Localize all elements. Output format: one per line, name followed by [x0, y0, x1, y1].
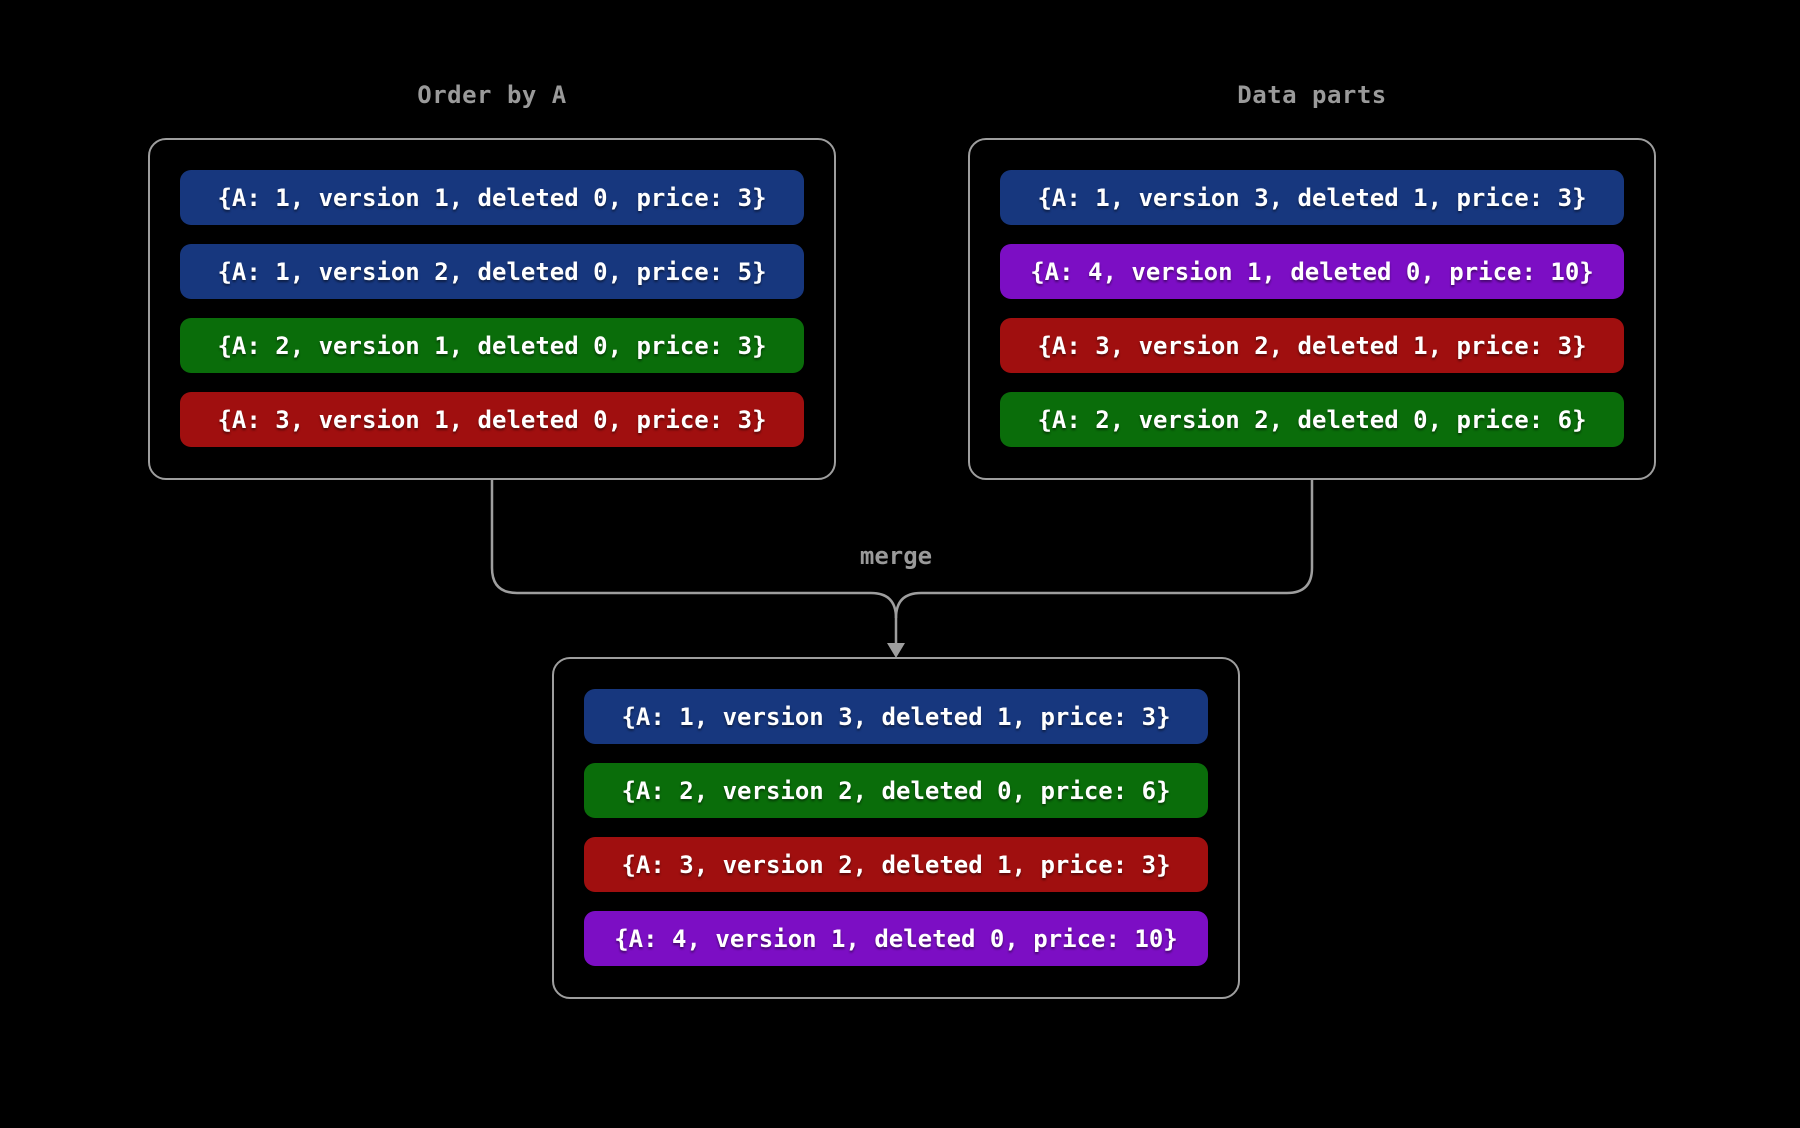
data-row-blue: {A: 1, version 3, deleted 1, price: 3}	[1000, 170, 1624, 225]
data-parts-rows: {A: 1, version 3, deleted 1, price: 3} {A…	[1000, 170, 1624, 447]
merged-result-rows: {A: 1, version 3, deleted 1, price: 3} {A…	[584, 689, 1208, 966]
order-by-a-rows: {A: 1, version 1, deleted 0, price: 3} {A…	[180, 170, 804, 447]
data-row-purple: {A: 4, version 1, deleted 0, price: 10}	[584, 911, 1208, 966]
data-row-purple: {A: 4, version 1, deleted 0, price: 10}	[1000, 244, 1624, 299]
data-row-green: {A: 2, version 1, deleted 0, price: 3}	[180, 318, 804, 373]
arrowhead-icon	[887, 643, 905, 658]
data-row-green: {A: 2, version 2, deleted 0, price: 6}	[584, 763, 1208, 818]
order-by-a-title: Order by A	[417, 81, 567, 109]
order-by-a-box: {A: 1, version 1, deleted 0, price: 3} {A…	[148, 138, 836, 480]
data-row-red: {A: 3, version 1, deleted 0, price: 3}	[180, 392, 804, 447]
merged-result-box: {A: 1, version 3, deleted 1, price: 3} {A…	[552, 657, 1240, 999]
data-parts-title: Data parts	[1237, 81, 1387, 109]
data-row-green: {A: 2, version 2, deleted 0, price: 6}	[1000, 392, 1624, 447]
data-row-blue: {A: 1, version 3, deleted 1, price: 3}	[584, 689, 1208, 744]
data-parts-box: {A: 1, version 3, deleted 1, price: 3} {A…	[968, 138, 1656, 480]
data-row-blue: {A: 1, version 2, deleted 0, price: 5}	[180, 244, 804, 299]
data-row-red: {A: 3, version 2, deleted 1, price: 3}	[584, 837, 1208, 892]
data-row-blue: {A: 1, version 1, deleted 0, price: 3}	[180, 170, 804, 225]
data-row-red: {A: 3, version 2, deleted 1, price: 3}	[1000, 318, 1624, 373]
merge-label: merge	[859, 542, 933, 570]
